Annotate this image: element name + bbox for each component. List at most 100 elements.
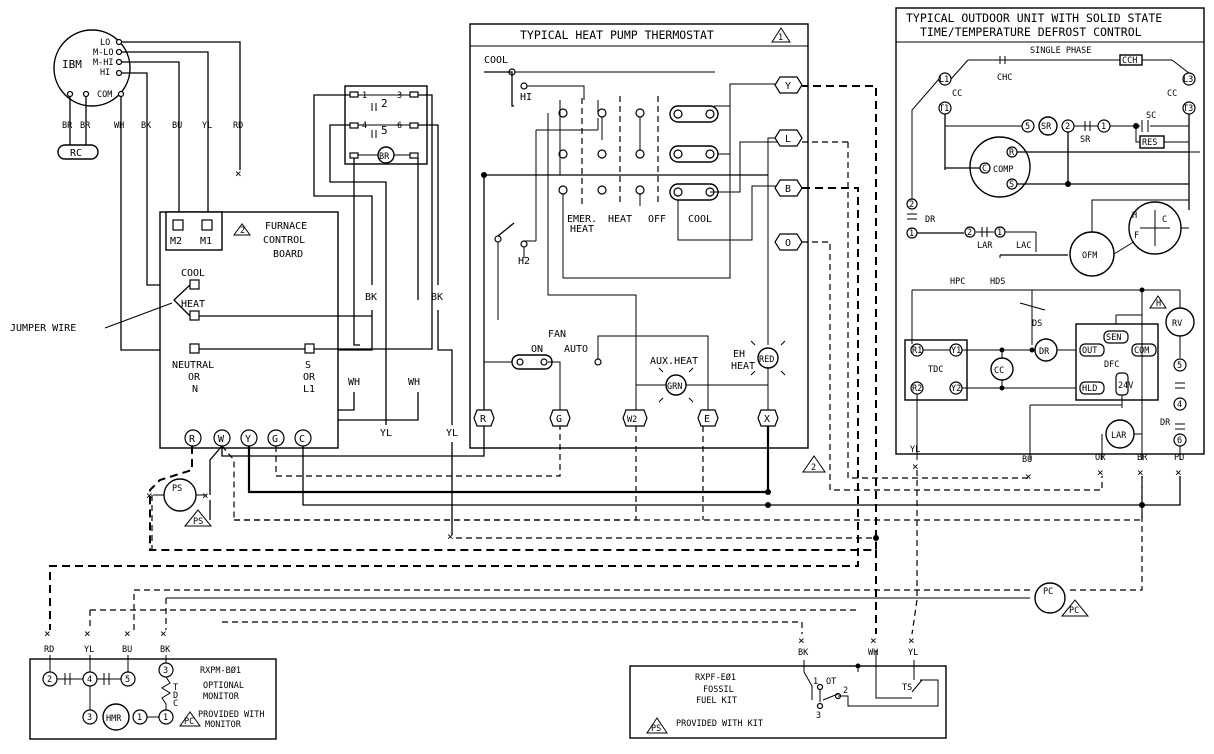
svg-text:×: × [1097, 466, 1104, 479]
svg-text:RC: RC [70, 148, 82, 159]
svg-text:1: 1 [813, 677, 818, 687]
svg-text:M-HI: M-HI [93, 58, 113, 68]
svg-text:BK: BK [160, 645, 171, 655]
svg-text:5: 5 [1177, 361, 1182, 371]
furnace-control-board: M2 M1 2 FURNACE CONTROL BOARD COOL HEAT … [10, 110, 433, 449]
svg-text:R1: R1 [912, 346, 922, 356]
svg-text:BU: BU [172, 121, 182, 131]
svg-text:BR: BR [1137, 453, 1148, 463]
svg-text:3: 3 [816, 711, 821, 721]
svg-text:RED: RED [759, 355, 774, 365]
svg-text:PU: PU [1174, 453, 1184, 463]
svg-text:×: × [798, 634, 805, 647]
thermostat-title: TYPICAL HEAT PUMP THERMOSTAT [520, 28, 714, 42]
svg-text:1: 1 [1101, 122, 1106, 132]
svg-text:HLD: HLD [1082, 384, 1097, 394]
svg-text:GRN: GRN [667, 382, 682, 392]
svg-text:RXPF-EØ1: RXPF-EØ1 [695, 672, 736, 683]
svg-text:BR: BR [379, 152, 390, 162]
svg-text:NEUTRAL: NEUTRAL [172, 360, 214, 371]
svg-text:COOL: COOL [688, 214, 712, 225]
svg-text:×: × [908, 634, 915, 647]
svg-text:S: S [305, 360, 311, 371]
outdoor-title-1: TYPICAL OUTDOOR UNIT WITH SOLID STATE [906, 11, 1162, 25]
svg-text:L1: L1 [939, 75, 949, 85]
svg-text:TDC: TDC [928, 365, 943, 375]
svg-text:S: S [1009, 180, 1014, 190]
svg-text:R2: R2 [912, 384, 922, 394]
svg-text:T3: T3 [1183, 104, 1193, 114]
svg-text:2: 2 [843, 686, 848, 696]
svg-text:×: × [1137, 466, 1144, 479]
svg-text:6: 6 [397, 121, 402, 131]
svg-text:C: C [299, 434, 305, 445]
svg-text:OR: OR [188, 372, 201, 383]
svg-text:1: 1 [778, 33, 783, 43]
svg-text:COM: COM [97, 90, 112, 100]
heat-pump-thermostat: TYPICAL HEAT PUMP THERMOSTAT 1 COOL HI H… [469, 23, 809, 449]
svg-text:6: 6 [1177, 436, 1182, 446]
svg-text:BK: BK [431, 292, 443, 303]
svg-text:1: 1 [362, 91, 367, 101]
thermostat-bottom-terminals: R G W2 E X [473, 409, 779, 427]
svg-text:YL: YL [908, 648, 918, 658]
jumper-wire-label: JUMPER WIRE [10, 323, 76, 334]
svg-text:HPC: HPC [950, 277, 965, 287]
svg-text:B: B [785, 184, 791, 195]
svg-text:2: 2 [381, 97, 388, 110]
svg-text:T1: T1 [939, 104, 949, 114]
svg-text:WH: WH [868, 648, 878, 658]
svg-text:×: × [124, 627, 131, 640]
svg-text:L: L [785, 134, 791, 145]
svg-text:MONITOR: MONITOR [203, 692, 240, 702]
svg-text:SINGLE PHASE: SINGLE PHASE [1030, 46, 1091, 56]
svg-text:SEN: SEN [1106, 333, 1121, 343]
svg-text:H: H [1156, 299, 1161, 309]
svg-text:HMR: HMR [106, 714, 122, 724]
svg-text:H: H [1132, 211, 1137, 221]
svg-text:4: 4 [362, 121, 367, 131]
svg-text:FUEL KIT: FUEL KIT [696, 696, 737, 706]
svg-text:SC: SC [1146, 111, 1156, 121]
svg-text:2: 2 [909, 200, 914, 210]
svg-text:EH: EH [733, 349, 745, 360]
svg-text:1: 1 [997, 228, 1002, 238]
svg-text:3: 3 [163, 666, 168, 676]
svg-text:HI: HI [100, 68, 110, 78]
svg-text:C: C [173, 699, 178, 709]
svg-text:OT: OT [826, 677, 836, 687]
svg-text:PS: PS [172, 484, 182, 494]
svg-text:Y1: Y1 [951, 346, 961, 356]
svg-text:ON: ON [531, 344, 543, 355]
svg-text:OUT: OUT [1082, 346, 1097, 356]
svg-text:X: X [764, 414, 770, 425]
svg-text:RV: RV [1172, 319, 1182, 329]
furnace-terminals: R W Y G C [184, 429, 312, 447]
svg-text:OFM: OFM [1082, 251, 1097, 261]
pc-switch [1034, 582, 1066, 614]
svg-text:Y: Y [245, 434, 251, 445]
svg-text:FOSSIL: FOSSIL [703, 685, 734, 695]
svg-text:DR: DR [1039, 347, 1050, 357]
svg-text:BU: BU [122, 645, 132, 655]
ibm-motor: IBM LO M-LO M-HI HI COM BR BR WH BK BU Y… [53, 29, 310, 351]
svg-text:FURNACE: FURNACE [265, 221, 307, 232]
svg-text:C: C [1162, 215, 1167, 225]
svg-text:4: 4 [87, 675, 92, 685]
ibm-label: IBM [62, 58, 82, 71]
svg-text:BK: BK [798, 648, 809, 658]
svg-text:HDS: HDS [990, 277, 1005, 287]
svg-text:CC: CC [1167, 89, 1177, 99]
svg-text:BK: BK [365, 292, 377, 303]
svg-text:×: × [447, 530, 454, 543]
svg-text:×: × [202, 489, 209, 502]
svg-text:×: × [870, 634, 877, 647]
svg-text:1: 1 [137, 713, 142, 723]
svg-text:SR: SR [1041, 122, 1052, 132]
svg-text:O: O [785, 238, 791, 249]
svg-text:PROVIDED WITH KIT: PROVIDED WITH KIT [676, 719, 763, 729]
svg-text:LO: LO [100, 38, 110, 48]
svg-text:COOL: COOL [484, 55, 508, 66]
hmr [102, 703, 130, 731]
svg-text:LAR: LAR [1111, 431, 1127, 441]
